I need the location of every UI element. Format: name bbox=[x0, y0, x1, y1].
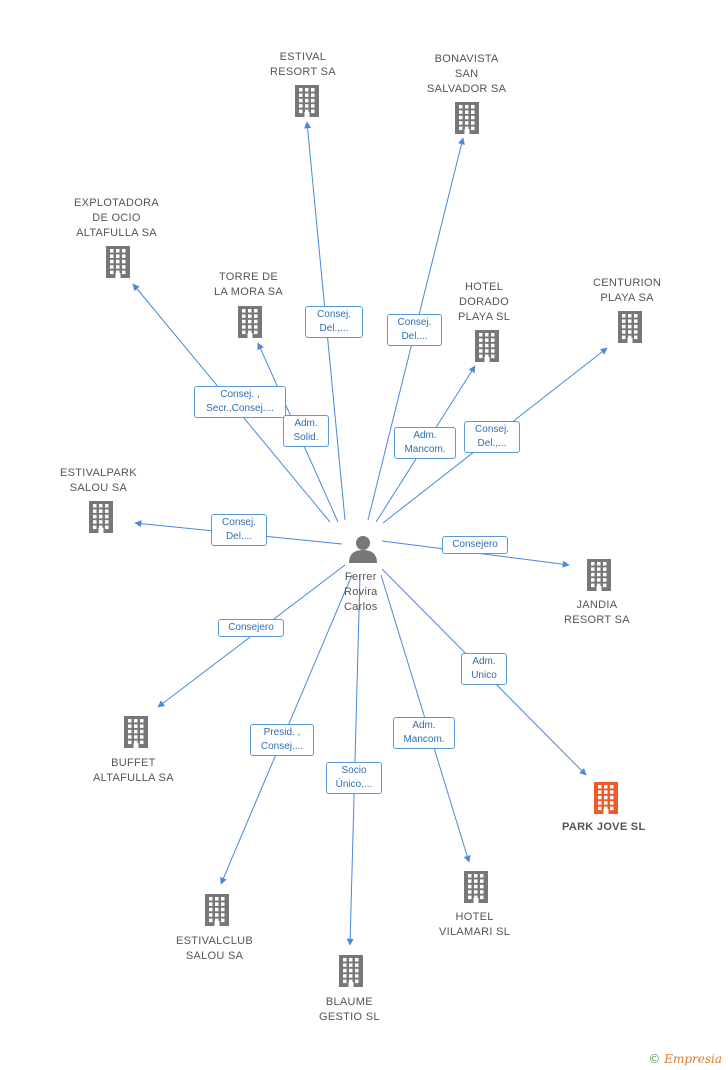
company-name-buffet: BUFFET ALTAFULLA SA bbox=[93, 757, 174, 784]
building-icon bbox=[618, 311, 642, 343]
relation-label-blaume[interactable]: Socio Único,... bbox=[326, 762, 382, 794]
relation-label-jandia[interactable]: Consejero bbox=[442, 536, 508, 554]
building-icon bbox=[238, 306, 262, 338]
building-icon bbox=[124, 716, 148, 748]
company-name-estivalclub: ESTIVALCLUB SALOU SA bbox=[176, 935, 254, 962]
brand-watermark: © Empresia bbox=[648, 1052, 722, 1066]
relation-label-estivalpark[interactable]: Consej. Del.... bbox=[211, 514, 267, 546]
company-name-centurion: CENTURION PLAYA SA bbox=[593, 277, 662, 304]
edge-blaume bbox=[346, 574, 361, 946]
person-icon bbox=[349, 536, 377, 563]
company-name-explotadora: EXPLOTADORA DE OCIO ALTAFULLA SA bbox=[74, 197, 160, 239]
company-name-estival-resort: ESTIVAL RESORT SA bbox=[270, 51, 336, 78]
company-name-bonavista: BONAVISTA SAN SALVADOR SA bbox=[427, 53, 507, 95]
brand-name: Empresia bbox=[664, 1052, 722, 1066]
relation-label-hotel-dorado[interactable]: Adm. Mancom. bbox=[394, 427, 456, 459]
building-icon bbox=[475, 330, 499, 362]
relation-label-park-jove[interactable]: Adm. Unico bbox=[461, 653, 507, 685]
building-icon bbox=[295, 85, 319, 117]
company-name-park-jove: PARK JOVE SL bbox=[562, 821, 646, 833]
relation-label-centurion[interactable]: Consej. Del.,... bbox=[464, 421, 520, 453]
company-name-jandia: JANDIA RESORT SA bbox=[564, 599, 630, 626]
building-icon bbox=[594, 782, 618, 814]
company-name-hotel-vilamari: HOTEL VILAMARI SL bbox=[439, 911, 511, 938]
relation-label-torre-mora[interactable]: Adm. Solid. bbox=[283, 415, 329, 447]
relation-label-bonavista[interactable]: Consej. Del.... bbox=[387, 314, 442, 346]
relation-label-buffet[interactable]: Consejero bbox=[218, 619, 284, 637]
company-name-blaume: BLAUME GESTIO SL bbox=[319, 996, 380, 1023]
building-icon bbox=[587, 559, 611, 591]
building-icon bbox=[205, 894, 229, 926]
relation-label-explotadora[interactable]: Consej. , Secr.,Consej.... bbox=[194, 386, 286, 418]
company-name-torre-mora: TORRE DE LA MORA SA bbox=[214, 271, 284, 298]
company-name-hotel-dorado: HOTEL DORADO PLAYA SL bbox=[458, 281, 511, 323]
building-icon bbox=[455, 102, 479, 134]
building-icon bbox=[339, 955, 363, 987]
building-icon bbox=[89, 501, 113, 533]
relation-label-estivalclub[interactable]: Presid. , Consej.... bbox=[250, 724, 314, 756]
company-name-estivalpark: ESTIVALPARK SALOU SA bbox=[60, 467, 137, 494]
person-name: Ferrer Rovira Carlos bbox=[344, 571, 378, 613]
relation-label-hotel-vilamari[interactable]: Adm. Mancom. bbox=[393, 717, 455, 749]
relation-label-estival-resort[interactable]: Consej. Del.,... bbox=[305, 306, 363, 338]
building-icon bbox=[464, 871, 488, 903]
building-icon bbox=[106, 246, 130, 278]
